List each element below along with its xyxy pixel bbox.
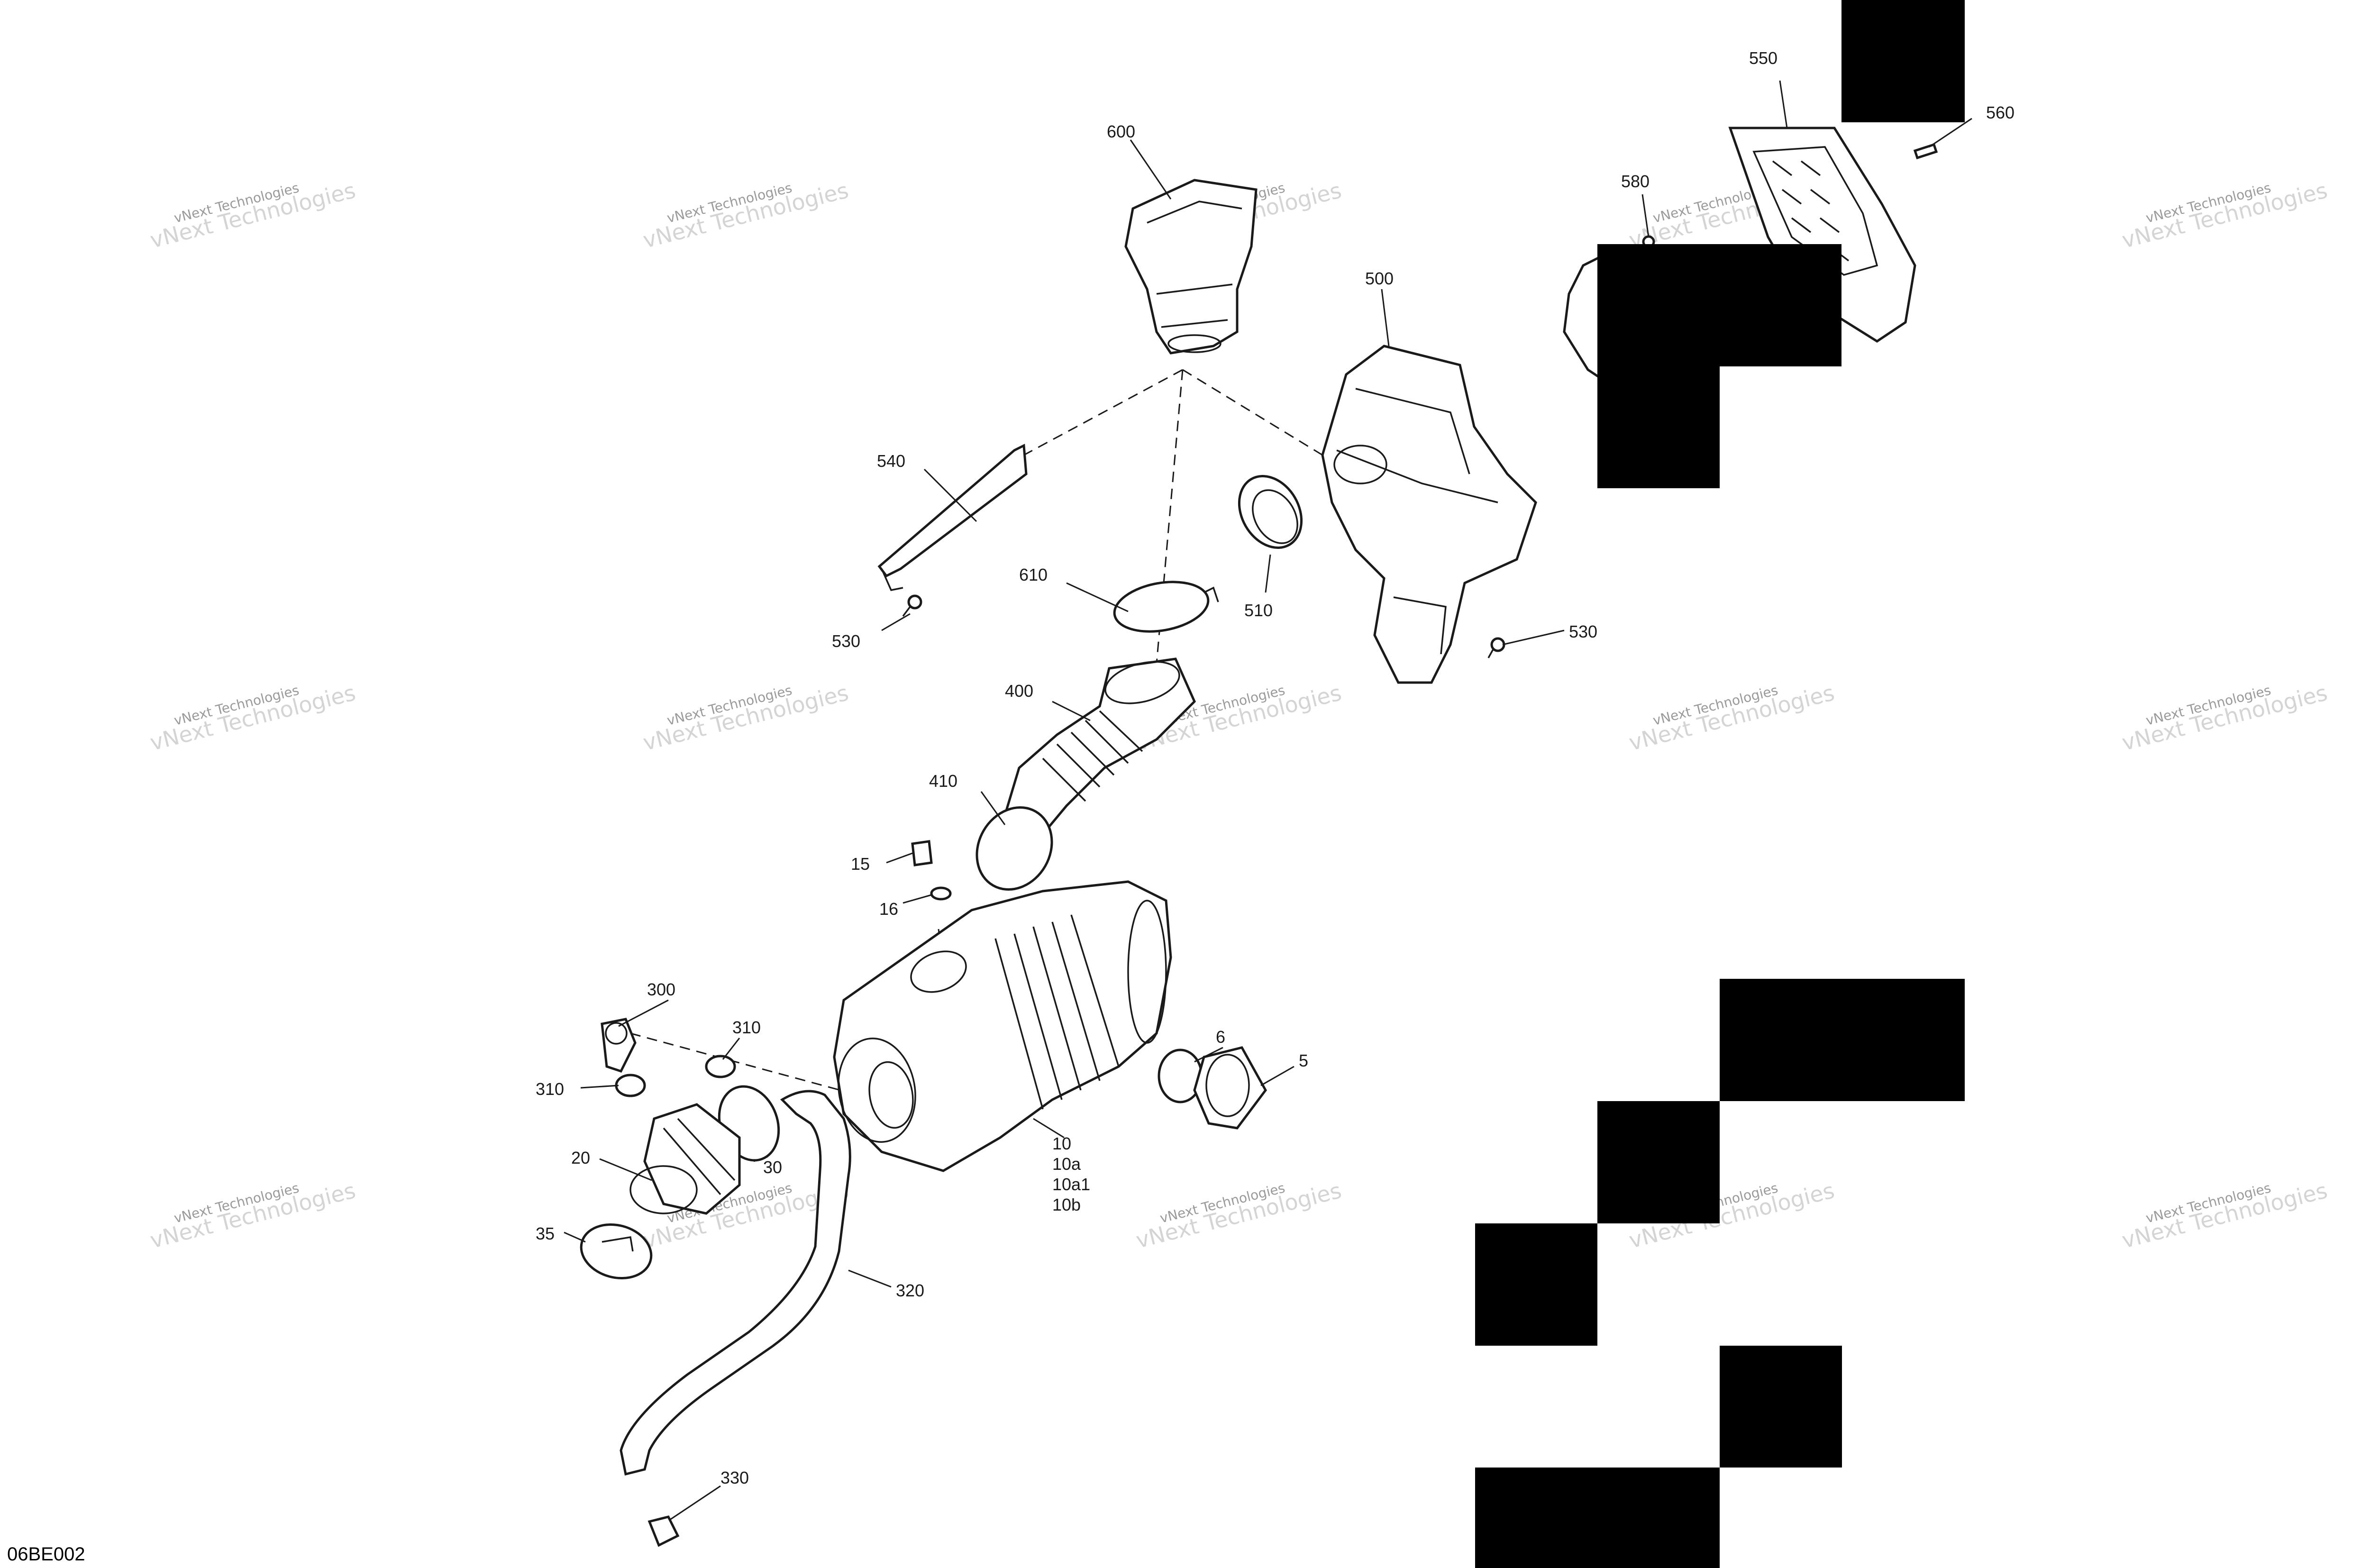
part-duct-partial: [1563, 254, 1604, 382]
part-10-air-filter: [833, 880, 1172, 1172]
callout-600: 600: [1107, 122, 1135, 141]
callout-20: 20: [571, 1148, 590, 1167]
part-300-elbow: [601, 1018, 637, 1073]
callout-560: 560: [1986, 103, 2014, 122]
watermark: vNext Technologies vNext Technologies: [2119, 177, 2330, 253]
callout-310-upper: 310: [732, 1018, 761, 1037]
part-610-clamp: [1113, 581, 1219, 633]
callout-550: 550: [1749, 48, 1778, 68]
callout-30: 30: [763, 1158, 782, 1177]
part-410-clamp: [975, 806, 1053, 891]
assembly-line: [1182, 369, 1323, 456]
part-330-clip: [647, 1515, 680, 1547]
callout-530-right: 530: [1569, 622, 1597, 641]
watermark: vNext Technologies vNext Technologies: [1626, 680, 1837, 756]
redaction-block: [1841, 0, 1965, 122]
part-310-clamp-lower: [615, 1074, 646, 1097]
callout-400: 400: [1005, 681, 1033, 701]
callout-530-left: 530: [832, 631, 860, 651]
part-310-clamp-upper: [705, 1055, 736, 1078]
part-16-washer: [930, 886, 952, 901]
watermark: vNext Technologies vNext Technologies: [640, 680, 851, 756]
redaction-block: [1597, 244, 1841, 366]
callout-10: 10: [1052, 1134, 1071, 1153]
part-550-filter-panel: [1728, 127, 1916, 343]
callout-5: 5: [1299, 1051, 1308, 1070]
callout-labels: 600 550 560 580 500 540 610 510 530 530 …: [536, 48, 2014, 1487]
part-530-screw-left: [902, 594, 922, 617]
watermark: vNext Technologies vNext Technologies: [640, 177, 851, 253]
callout-15: 15: [851, 854, 870, 874]
callout-10a1: 10a1: [1052, 1175, 1090, 1194]
redaction-block: [1597, 366, 1720, 488]
part-20-adapter: [629, 1103, 741, 1215]
part-400-bellows-hose: [1003, 657, 1196, 836]
part-560-screw: [1913, 143, 1938, 160]
callout-10b: 10b: [1052, 1195, 1081, 1214]
part-510-seal-ring: [1238, 475, 1303, 549]
redaction-block: [1597, 1101, 1720, 1223]
callout-610: 610: [1019, 565, 1048, 584]
watermark: vNext Technologies vNext Technologies: [147, 680, 358, 756]
diagram-code: 06BE002: [7, 1544, 85, 1565]
callout-580: 580: [1621, 172, 1650, 191]
watermark: vNext Technologies vNext Technologies: [1133, 1177, 1344, 1253]
callout-510: 510: [1244, 601, 1273, 620]
callout-410: 410: [929, 771, 957, 791]
part-500-air-box-housing: [1321, 345, 1537, 684]
part-320-drain-hose: [620, 1090, 851, 1476]
redaction-block: [1720, 1346, 1842, 1468]
callout-10a: 10a: [1052, 1154, 1081, 1174]
callout-320: 320: [896, 1281, 924, 1300]
callout-35: 35: [536, 1224, 555, 1243]
callout-6: 6: [1216, 1027, 1225, 1047]
part-5-sleeve: [1193, 1046, 1267, 1130]
part-540-bracket: [877, 444, 1028, 591]
redaction-block: [1720, 979, 1965, 1101]
watermark: vNext Technologies vNext Technologies: [147, 177, 358, 253]
part-530-screw-right: [1487, 637, 1505, 658]
watermark: vNext Technologies vNext Technologies: [2119, 680, 2330, 756]
callout-16: 16: [879, 899, 898, 919]
redaction-block: [1475, 1468, 1720, 1568]
part-15-screw: [911, 840, 933, 866]
part-35-clamp: [580, 1223, 653, 1280]
leader-lines: [564, 80, 1972, 1520]
callout-500: 500: [1365, 269, 1394, 288]
callout-330: 330: [720, 1468, 749, 1487]
callout-540: 540: [877, 451, 905, 471]
redaction-block: [1475, 1223, 1597, 1346]
redaction-blocks: [1475, 0, 1965, 1568]
assembly-line: [630, 1032, 858, 1096]
watermark: vNext Technologies vNext Technologies: [147, 1177, 358, 1253]
assembly-line: [1023, 369, 1183, 456]
watermark: vNext Technologies vNext Technologies: [2119, 1177, 2330, 1253]
callout-310-lower: 310: [536, 1079, 564, 1099]
callout-300: 300: [647, 980, 675, 999]
part-600-upper-duct: [1124, 179, 1258, 355]
